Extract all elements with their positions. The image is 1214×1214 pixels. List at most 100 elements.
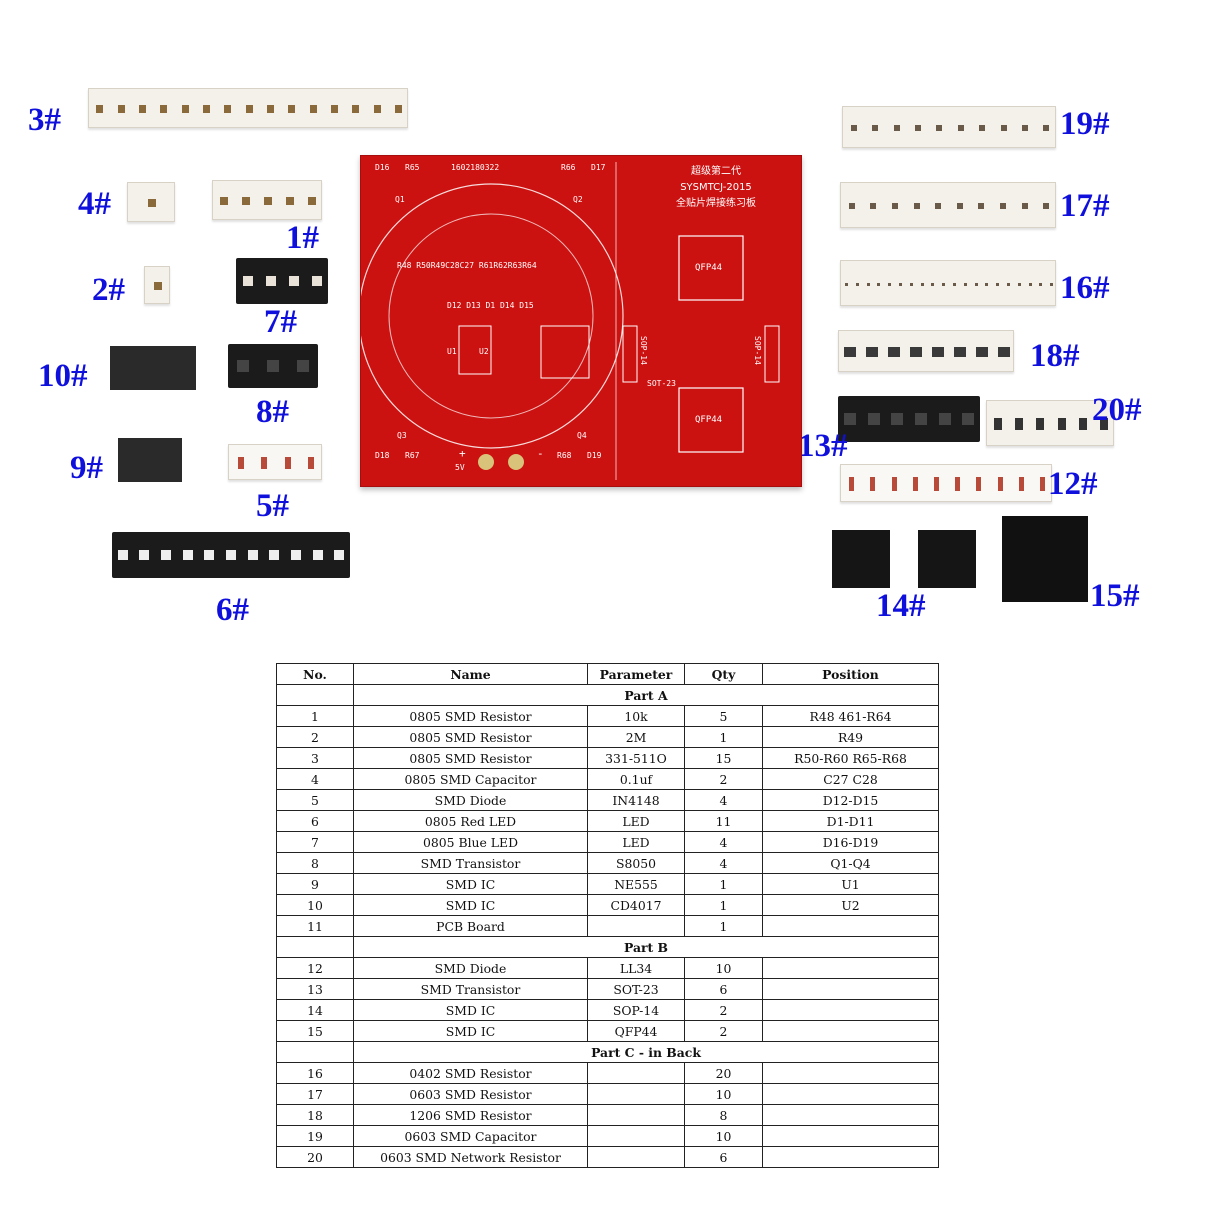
component-pad <box>870 203 876 209</box>
cell-no: 14 <box>276 999 354 1021</box>
component-pad <box>183 550 193 560</box>
cell-parameter: LL34 <box>587 957 685 979</box>
pcb-label-r67: R67 <box>405 451 420 460</box>
cell-parameter <box>587 1104 685 1126</box>
cell-name: PCB Board <box>353 915 588 937</box>
cell-parameter: 10k <box>587 705 685 727</box>
component-pad <box>1058 418 1066 430</box>
component-pad <box>877 283 880 286</box>
component-pad <box>1015 418 1023 430</box>
cell-position <box>762 999 939 1021</box>
cell-name: 0805 SMD Resistor <box>353 747 588 769</box>
component-pad <box>845 283 848 286</box>
group-no-cell <box>276 1041 354 1063</box>
pcb-label-q2: Q2 <box>573 195 583 204</box>
cell-qty: 10 <box>684 1125 763 1147</box>
cell-name: SMD Transistor <box>353 978 588 1000</box>
component-pad <box>267 105 274 113</box>
component-pad <box>932 347 944 357</box>
group-title: Part B <box>353 936 939 958</box>
cell-position: D12-D15 <box>762 789 939 811</box>
cell-parameter: S8050 <box>587 852 685 874</box>
pcb-code: 1602180322 <box>451 163 500 172</box>
cell-no: 16 <box>276 1062 354 1084</box>
cell-no: 15 <box>276 1020 354 1042</box>
pcb-label-plus: + <box>459 447 466 460</box>
component-pad <box>913 477 918 491</box>
part-label-20: 20# <box>1092 392 1142 428</box>
group-row: Part C - in Back <box>276 1041 939 1063</box>
cell-qty: 5 <box>684 705 763 727</box>
pcb-label-minus: - <box>537 447 544 460</box>
cell-position: R50-R60 R65-R68 <box>762 747 939 769</box>
cell-position: R49 <box>762 726 939 748</box>
cell-qty: 8 <box>684 1104 763 1126</box>
cell-position <box>762 1146 939 1168</box>
cell-parameter: LED <box>587 831 685 853</box>
header-position: Position <box>762 663 939 685</box>
pcb-diode-labels: D12 D13 D1 D14 D15 <box>447 301 534 310</box>
cell-qty: 4 <box>684 831 763 853</box>
cell-no: 6 <box>276 810 354 832</box>
pcb-title-1: 超级第二代 <box>691 166 741 177</box>
component-pad <box>1079 418 1087 430</box>
cell-qty: 4 <box>684 852 763 874</box>
cell-no: 10 <box>276 894 354 916</box>
component-pad <box>892 477 897 491</box>
component-pad <box>161 550 171 560</box>
cell-position: U2 <box>762 894 939 916</box>
component-pad <box>870 477 875 491</box>
cell-position: C27 C28 <box>762 768 939 790</box>
tape-6 <box>112 532 350 578</box>
pcb-label-sop-left: SOP-14 <box>639 336 648 365</box>
pcb-label-u2: U2 <box>479 347 489 356</box>
chip-9 <box>118 438 182 482</box>
cell-name: SMD IC <box>353 999 588 1021</box>
component-pad <box>985 283 988 286</box>
pcb-label-d17: D17 <box>591 163 606 172</box>
component-pad <box>237 360 249 372</box>
cell-no: 2 <box>276 726 354 748</box>
component-pad <box>994 418 1002 430</box>
pcb-chip-qfp44-top: QFP44 <box>695 263 723 273</box>
component-pad <box>238 457 244 469</box>
cell-position: U1 <box>762 873 939 895</box>
component-pad <box>334 550 344 560</box>
cell-no: 18 <box>276 1104 354 1126</box>
component-pad <box>264 197 272 205</box>
cell-position <box>762 1083 939 1105</box>
component-pad <box>313 550 323 560</box>
component-pad <box>1000 203 1006 209</box>
component-pad <box>975 283 978 286</box>
cell-no: 17 <box>276 1083 354 1105</box>
component-pad <box>374 105 381 113</box>
component-pad <box>910 347 922 357</box>
cell-parameter: CD4017 <box>587 894 685 916</box>
component-pad <box>849 203 855 209</box>
components-photo: 3# 4# 1# 2# 7# 10# 8# 9# 5# 6# 19# 17# 1… <box>28 88 1142 627</box>
component-pad <box>888 347 900 357</box>
cell-qty: 2 <box>684 768 763 790</box>
component-pad <box>894 125 900 131</box>
component-pad <box>976 347 988 357</box>
component-pad <box>139 105 146 113</box>
cell-no: 20 <box>276 1146 354 1168</box>
part-label-15: 15# <box>1090 578 1140 614</box>
component-pad <box>962 413 974 425</box>
component-pad <box>1043 203 1049 209</box>
component-pad <box>118 105 125 113</box>
component-pad <box>308 197 316 205</box>
component-pad <box>964 283 967 286</box>
part-label-1: 1# <box>286 220 319 256</box>
component-pad <box>844 347 856 357</box>
cell-no: 13 <box>276 978 354 1000</box>
component-pad <box>915 125 921 131</box>
group-no-cell <box>276 936 354 958</box>
component-pad <box>297 360 309 372</box>
component-pad <box>203 105 210 113</box>
group-title: Part A <box>353 684 939 706</box>
